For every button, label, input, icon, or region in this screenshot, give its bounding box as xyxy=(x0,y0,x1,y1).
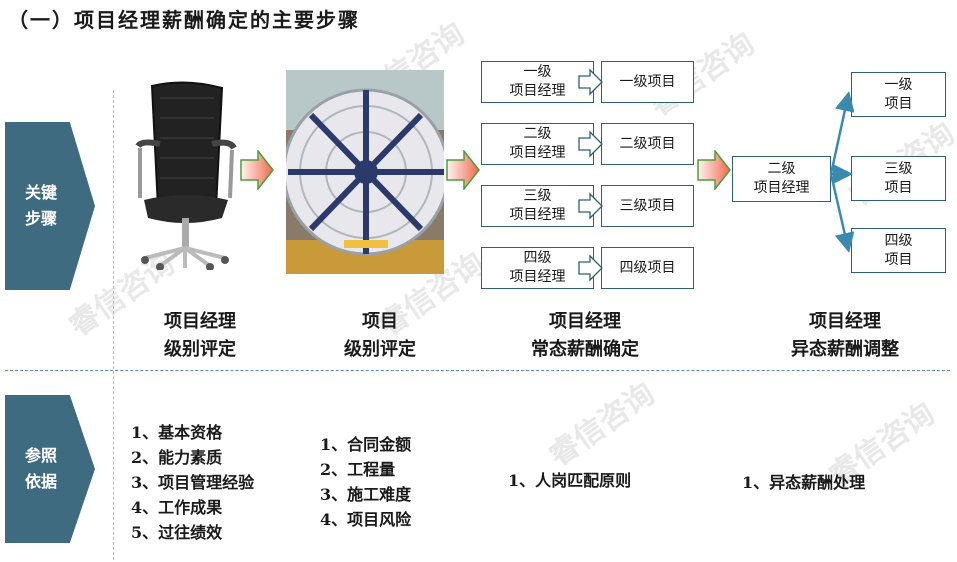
step-label: 项目经理 异态薪酬调整 xyxy=(791,311,899,360)
list-item: 1、基本资格 xyxy=(131,423,223,442)
pm-level-basis-list: 1、基本资格 2、能力素质 3、项目管理经验 4、工作成果 5、过往绩效 xyxy=(131,420,254,545)
page-title: （一）项目经理薪酬确定的主要步骤 xyxy=(8,8,360,32)
project-level-box: 二级项目 xyxy=(601,123,694,165)
list-item: 1、合同金额 xyxy=(320,435,412,454)
list-item: 5、过往绩效 xyxy=(131,523,223,542)
list-item: 4、工作成果 xyxy=(131,498,223,517)
pm-level-box: 四级 项目经理 xyxy=(481,247,594,289)
watermark: 睿信咨询 xyxy=(542,376,662,474)
adjust-target-box: 四级 项目 xyxy=(851,228,946,273)
adjust-target-box: 三级 项目 xyxy=(851,156,946,201)
match-arrows xyxy=(578,68,603,282)
step-label: 项目经理 常态薪酬确定 xyxy=(531,311,639,360)
list-item: 4、项目风险 xyxy=(320,510,412,529)
adjust-arrows xyxy=(829,91,854,253)
project-level-basis-list: 1、合同金额 2、工程量 3、施工难度 4、项目风险 xyxy=(320,432,411,532)
horizontal-divider xyxy=(5,370,950,371)
flow-arrow-icon xyxy=(240,150,274,190)
list-item: 3、项目管理经验 xyxy=(131,473,255,492)
key-steps-label: 关键 步骤 xyxy=(5,122,95,290)
project-level-box: 三级项目 xyxy=(601,185,694,227)
hollow-arrow-icon xyxy=(578,130,603,158)
vertical-divider xyxy=(113,90,114,560)
list-item: 1、异态薪酬处理 xyxy=(742,473,866,492)
list-item: 1、人岗匹配原则 xyxy=(508,471,632,490)
hollow-arrow-icon xyxy=(578,254,603,282)
list-item: 3、施工难度 xyxy=(320,485,412,504)
hollow-arrow-icon xyxy=(578,68,603,96)
tunnel-boring-machine-image xyxy=(286,70,444,274)
project-level-box: 四级项目 xyxy=(601,247,694,289)
pm-level-box: 一级 项目经理 xyxy=(481,61,594,103)
reference-label: 参照 依据 xyxy=(5,395,95,543)
normal-pay-basis-list: 1、人岗匹配原则 xyxy=(508,468,631,493)
office-chair-image xyxy=(135,81,237,270)
list-item: 2、工程量 xyxy=(320,460,396,479)
flow-arrow-icon xyxy=(697,150,731,190)
pm-level-box: 三级 项目经理 xyxy=(481,185,594,227)
adjust-target-box: 一级 项目 xyxy=(851,72,946,117)
flow-arrow-icon xyxy=(446,150,480,190)
hollow-arrow-icon xyxy=(578,192,603,220)
pm-level-box: 二级 项目经理 xyxy=(481,123,594,165)
adjust-source-box: 二级 项目经理 xyxy=(732,156,831,202)
step-label: 项目经理 级别评定 xyxy=(164,311,236,360)
project-level-box: 一级项目 xyxy=(601,61,694,103)
list-item: 2、能力素质 xyxy=(131,448,223,467)
abnormal-pay-basis-list: 1、异态薪酬处理 xyxy=(742,470,865,495)
step-label: 项目 级别评定 xyxy=(344,311,416,360)
